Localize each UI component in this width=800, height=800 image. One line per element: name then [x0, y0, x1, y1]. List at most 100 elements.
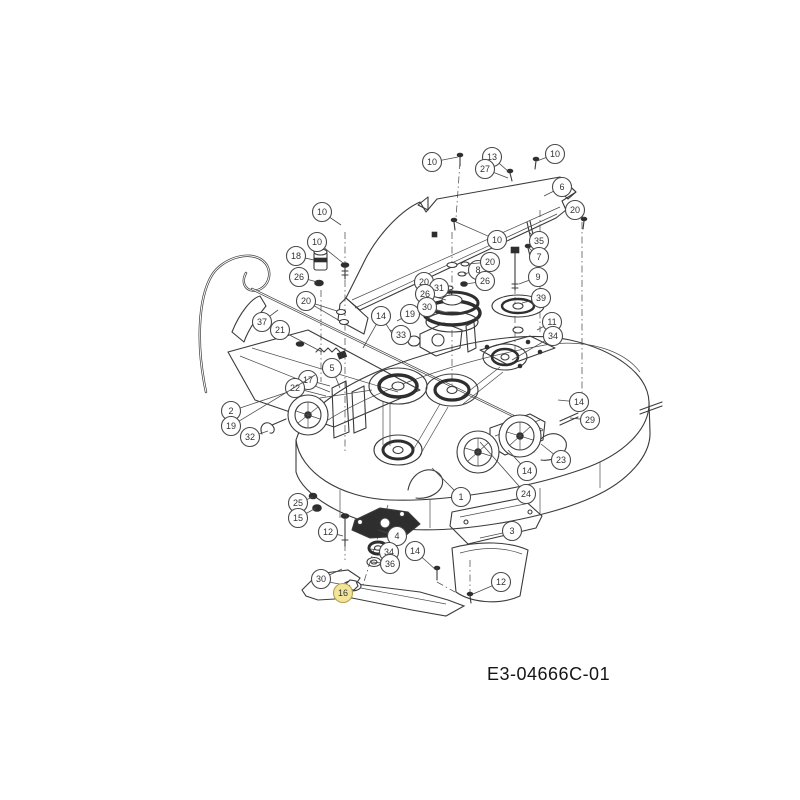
- svg-text:12: 12: [496, 577, 506, 587]
- callout-6: 6: [543, 176, 573, 198]
- callout-15: 15: [287, 507, 317, 529]
- svg-text:1: 1: [458, 492, 463, 502]
- svg-text:34: 34: [384, 547, 394, 557]
- callout-20: 20: [295, 290, 341, 322]
- svg-text:10: 10: [492, 235, 502, 245]
- svg-text:5: 5: [329, 363, 334, 373]
- part-number: E3-04666C-01: [487, 664, 611, 684]
- handle-rod: [198, 254, 544, 432]
- svg-text:6: 6: [559, 182, 564, 192]
- svg-text:14: 14: [522, 466, 532, 476]
- svg-text:20: 20: [570, 205, 580, 215]
- svg-text:25: 25: [293, 498, 303, 508]
- callout-39: 39: [521, 287, 552, 309]
- svg-text:2: 2: [228, 406, 233, 416]
- callout-24: 24: [479, 441, 537, 505]
- callout-3: 3: [479, 520, 523, 542]
- svg-text:8: 8: [475, 265, 480, 275]
- discharge-chute: [433, 497, 543, 604]
- callout-10: 10: [455, 221, 508, 251]
- svg-text:33: 33: [396, 330, 406, 340]
- svg-text:13: 13: [487, 152, 497, 162]
- svg-text:17: 17: [303, 375, 313, 385]
- callout-19: 19: [396, 303, 421, 325]
- callout-4: 4: [377, 525, 408, 547]
- callout-12: 12: [317, 521, 344, 543]
- callout-20: 20: [467, 251, 501, 273]
- callout-35: 35: [528, 230, 550, 252]
- callout-10: 10: [421, 151, 459, 173]
- svg-text:16: 16: [338, 588, 348, 598]
- callout-14: 14: [507, 449, 538, 482]
- callout-5: 5: [321, 357, 343, 389]
- svg-text:11: 11: [547, 317, 556, 327]
- svg-text:3: 3: [509, 526, 514, 536]
- callout-33: 33: [389, 324, 412, 346]
- callout-9: 9: [518, 266, 549, 288]
- callout-36: 36: [371, 553, 401, 575]
- callout-14: 14: [557, 391, 590, 413]
- callout-10: 10: [311, 201, 342, 226]
- svg-text:20: 20: [301, 296, 311, 306]
- callout-29: 29: [569, 409, 601, 431]
- callout-22: 22: [284, 377, 327, 399]
- callout-12: 12: [472, 571, 512, 595]
- svg-text:21: 21: [275, 325, 285, 335]
- svg-text:14: 14: [574, 397, 584, 407]
- callout-10: 10: [536, 143, 566, 165]
- svg-text:27: 27: [480, 164, 490, 174]
- svg-text:10: 10: [427, 157, 437, 167]
- callout-30: 30: [416, 296, 449, 318]
- wheels: [287, 394, 579, 474]
- svg-text:26: 26: [420, 289, 430, 299]
- hook-rod: [260, 418, 287, 435]
- callout-32: 32: [239, 426, 269, 448]
- svg-text:19: 19: [405, 309, 415, 319]
- svg-text:7: 7: [536, 252, 541, 262]
- callout-21: 21: [269, 319, 323, 353]
- svg-text:36: 36: [385, 559, 395, 569]
- callout-25: 25: [287, 492, 314, 514]
- svg-text:30: 30: [316, 574, 326, 584]
- callout-30: 30: [310, 568, 343, 590]
- svg-text:20: 20: [485, 257, 495, 267]
- svg-text:19: 19: [226, 421, 236, 431]
- callout-20: 20: [564, 199, 586, 221]
- callout-7: 7: [528, 246, 550, 268]
- callout-23: 23: [540, 443, 572, 471]
- svg-text:26: 26: [294, 272, 304, 282]
- svg-text:23: 23: [556, 455, 566, 465]
- svg-text:9: 9: [535, 272, 540, 282]
- svg-text:26: 26: [480, 276, 490, 286]
- svg-text:37: 37: [257, 317, 267, 327]
- callout-16: 16: [332, 582, 354, 604]
- svg-text:29: 29: [585, 415, 595, 425]
- svg-text:10: 10: [317, 207, 327, 217]
- callout-10: 10: [306, 231, 344, 264]
- callout-27: 27: [474, 158, 509, 180]
- svg-text:10: 10: [312, 237, 322, 247]
- svg-text:39: 39: [536, 293, 546, 303]
- svg-text:14: 14: [410, 546, 420, 556]
- svg-text:18: 18: [291, 251, 301, 261]
- svg-text:14: 14: [376, 311, 386, 321]
- callout-19: 19: [220, 374, 316, 437]
- callout-1: 1: [431, 467, 472, 508]
- callout-14: 14: [362, 305, 397, 349]
- svg-text:20: 20: [419, 277, 429, 287]
- svg-text:12: 12: [323, 527, 333, 537]
- svg-text:24: 24: [521, 489, 531, 499]
- callout-18: 18: [285, 245, 315, 267]
- callout-37: 37: [251, 309, 279, 333]
- svg-text:35: 35: [534, 236, 544, 246]
- callout-26: 26: [288, 266, 318, 288]
- svg-text:34: 34: [548, 331, 558, 341]
- svg-text:10: 10: [550, 149, 560, 159]
- callout-26: 26: [465, 270, 496, 292]
- top-hardware: [313, 152, 588, 326]
- callout-34: 34: [511, 325, 564, 361]
- svg-text:15: 15: [293, 513, 303, 523]
